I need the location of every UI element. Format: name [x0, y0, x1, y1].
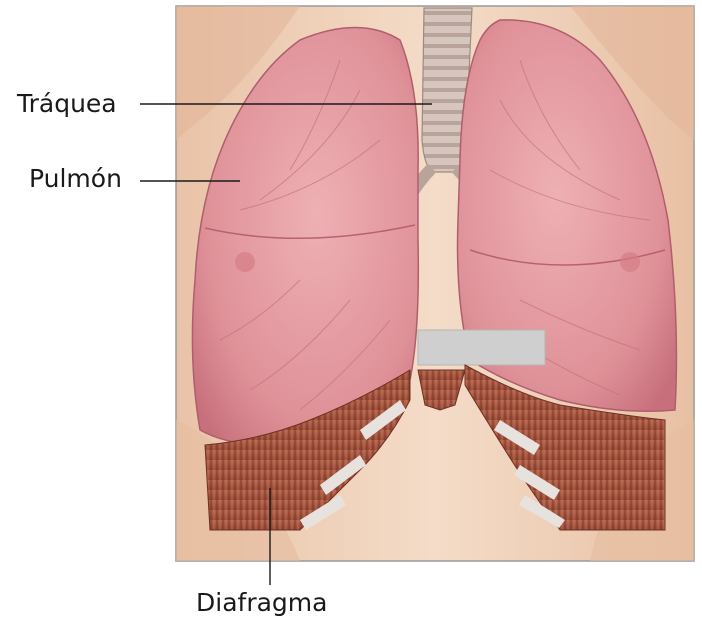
trachea-label: Tráquea	[17, 91, 117, 116]
central-gap	[418, 330, 545, 365]
lung-label: Pulmón	[29, 166, 122, 191]
diaphragm-label: Diafragma	[196, 590, 327, 615]
